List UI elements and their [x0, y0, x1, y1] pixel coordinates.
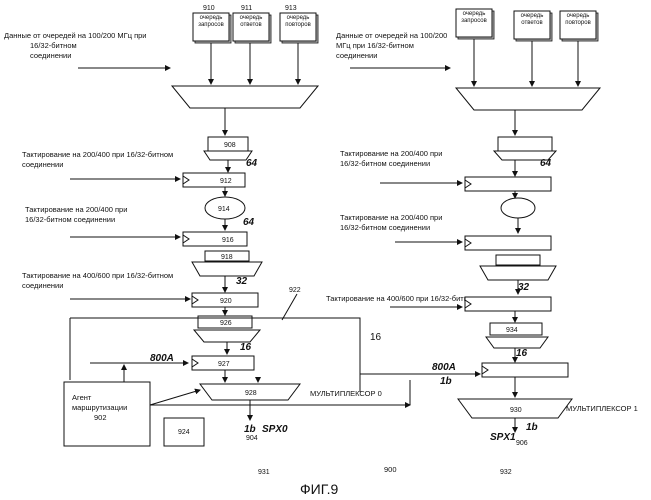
left-queue-response: очередь ответов — [233, 13, 271, 43]
left-demux-926 — [194, 330, 260, 342]
right-subsystem: Данные от очередей на 100/200 МГц при 16… — [326, 9, 638, 447]
left-agent-line-3: 902 — [94, 413, 107, 422]
left-num-927: 927 — [218, 361, 230, 368]
left-register-912 — [183, 173, 245, 187]
left-clk2-line-1: Тактирование на 200/400 при — [25, 205, 127, 214]
right-bus-64a: 64 — [540, 158, 552, 169]
right-queue-retry-label: очередь повторов — [560, 13, 596, 27]
left-agent-line-2: маршрутизации — [72, 403, 127, 412]
left-bus-16a: 16 — [240, 342, 252, 353]
figure-id-left: 931 — [258, 469, 270, 476]
left-bus-16b: 16 — [370, 332, 382, 343]
left-num-914: 914 — [218, 206, 230, 213]
right-data-label-1: Данные от очередей на 100/200 — [336, 31, 447, 40]
left-bus-64a: 64 — [246, 158, 258, 169]
left-demux-918 — [192, 262, 262, 276]
right-bus-32: 32 — [518, 282, 530, 293]
right-data-label-2: МГц при 16/32-битном — [336, 41, 414, 50]
right-demux-3 — [480, 266, 556, 280]
left-num-924: 924 — [178, 429, 190, 436]
left-demux-908 — [204, 151, 252, 160]
left-queue-retry-label: очередь повторов — [280, 15, 316, 29]
left-num-911: 911 — [241, 5, 252, 12]
left-num-904: 904 — [246, 435, 258, 442]
right-register-4 — [465, 297, 551, 311]
left-routing-agent — [64, 382, 150, 446]
left-num-910: 910 — [203, 5, 215, 12]
left-clk2-line-2: 16/32-битном соединении — [25, 215, 115, 224]
left-bus-32: 32 — [236, 276, 248, 287]
left-clk3-line-2: соединении — [22, 281, 63, 290]
right-demux-934 — [486, 337, 548, 348]
right-clk1-line-1: Тактирование на 200/400 при — [340, 149, 442, 158]
left-bus-1b: 1b — [244, 424, 256, 435]
left-num-922: 922 — [289, 287, 301, 294]
left-queue-response-label: очередь ответов — [233, 15, 269, 29]
left-spx0: SPX0 — [262, 424, 288, 435]
left-data-label-1: Данные от очередей на 100/200 МГц при — [4, 31, 147, 40]
right-num-906: 906 — [516, 440, 528, 447]
left-register-916 — [183, 232, 247, 246]
left-num-912: 912 — [220, 178, 232, 185]
left-top-mux — [172, 86, 318, 108]
right-spx1: SPX1 — [490, 432, 516, 443]
right-queue-request-label: очередь запросов — [456, 11, 492, 25]
left-data-label-3: соединении — [30, 51, 71, 60]
right-register-top — [498, 137, 552, 151]
right-num-934: 934 — [506, 327, 518, 334]
right-node-ellipse — [501, 198, 535, 218]
left-queue-request: очередь запросов — [193, 13, 231, 43]
right-block-3b — [496, 255, 540, 265]
right-register-2 — [465, 177, 551, 191]
right-queue-response-label: очередь ответов — [514, 13, 550, 27]
right-bus-800a: 800A — [432, 362, 456, 373]
right-num-930: 930 — [510, 407, 522, 414]
right-register-3 — [465, 236, 551, 250]
right-clk2-line-2: 16/32-битном соединении — [340, 223, 430, 232]
right-queue-response: очередь ответов — [514, 11, 552, 41]
left-mux0-label: МУЛЬТИПЛЕКСОР 0 — [310, 389, 382, 398]
left-num-926: 926 — [220, 320, 232, 327]
right-top-mux — [456, 88, 600, 110]
left-num-928: 928 — [245, 390, 257, 397]
right-bus-16a: 16 — [516, 348, 528, 359]
right-bus-1b: 1b — [440, 376, 452, 387]
figure-caption: ФИГ.9 — [300, 481, 338, 497]
left-num-916: 916 — [222, 237, 234, 244]
right-queue-retry: очередь повторов — [560, 11, 598, 41]
right-clk1-line-2: 16/32-битном соединении — [340, 159, 430, 168]
left-clk1-line-1: Тактирование на 200/400 при 16/32-битном — [22, 150, 173, 159]
right-data-label-3: соединении — [336, 51, 377, 60]
left-data-label-2: 16/32-битном — [30, 41, 77, 50]
left-agent-line-1: Агент — [72, 393, 92, 402]
right-register-5 — [482, 363, 568, 377]
left-queue-retry: очередь повторов — [280, 13, 318, 43]
right-clk2-line-1: Тактирование на 200/400 при — [340, 213, 442, 222]
right-bus-1b2: 1b — [526, 422, 538, 433]
right-mux1-label: МУЛЬТИПЛЕКСОР 1 — [566, 404, 638, 413]
figure-id-right: 932 — [500, 469, 512, 476]
left-clk3-line-1: Тактирование на 400/600 при 16/32-битном — [22, 271, 173, 280]
figure-id-center: 900 — [384, 465, 397, 474]
left-bus-800a: 800A — [150, 353, 174, 364]
left-clk1-line-2: соединении — [22, 160, 63, 169]
left-num-908: 908 — [224, 142, 236, 149]
left-num-918: 918 — [221, 254, 233, 261]
left-num-920: 920 — [220, 298, 232, 305]
left-num-913: 913 — [285, 5, 297, 12]
left-bus-64b: 64 — [243, 217, 255, 228]
left-queue-request-label: очередь запросов — [193, 15, 229, 29]
right-queue-request: очередь запросов — [456, 9, 494, 39]
